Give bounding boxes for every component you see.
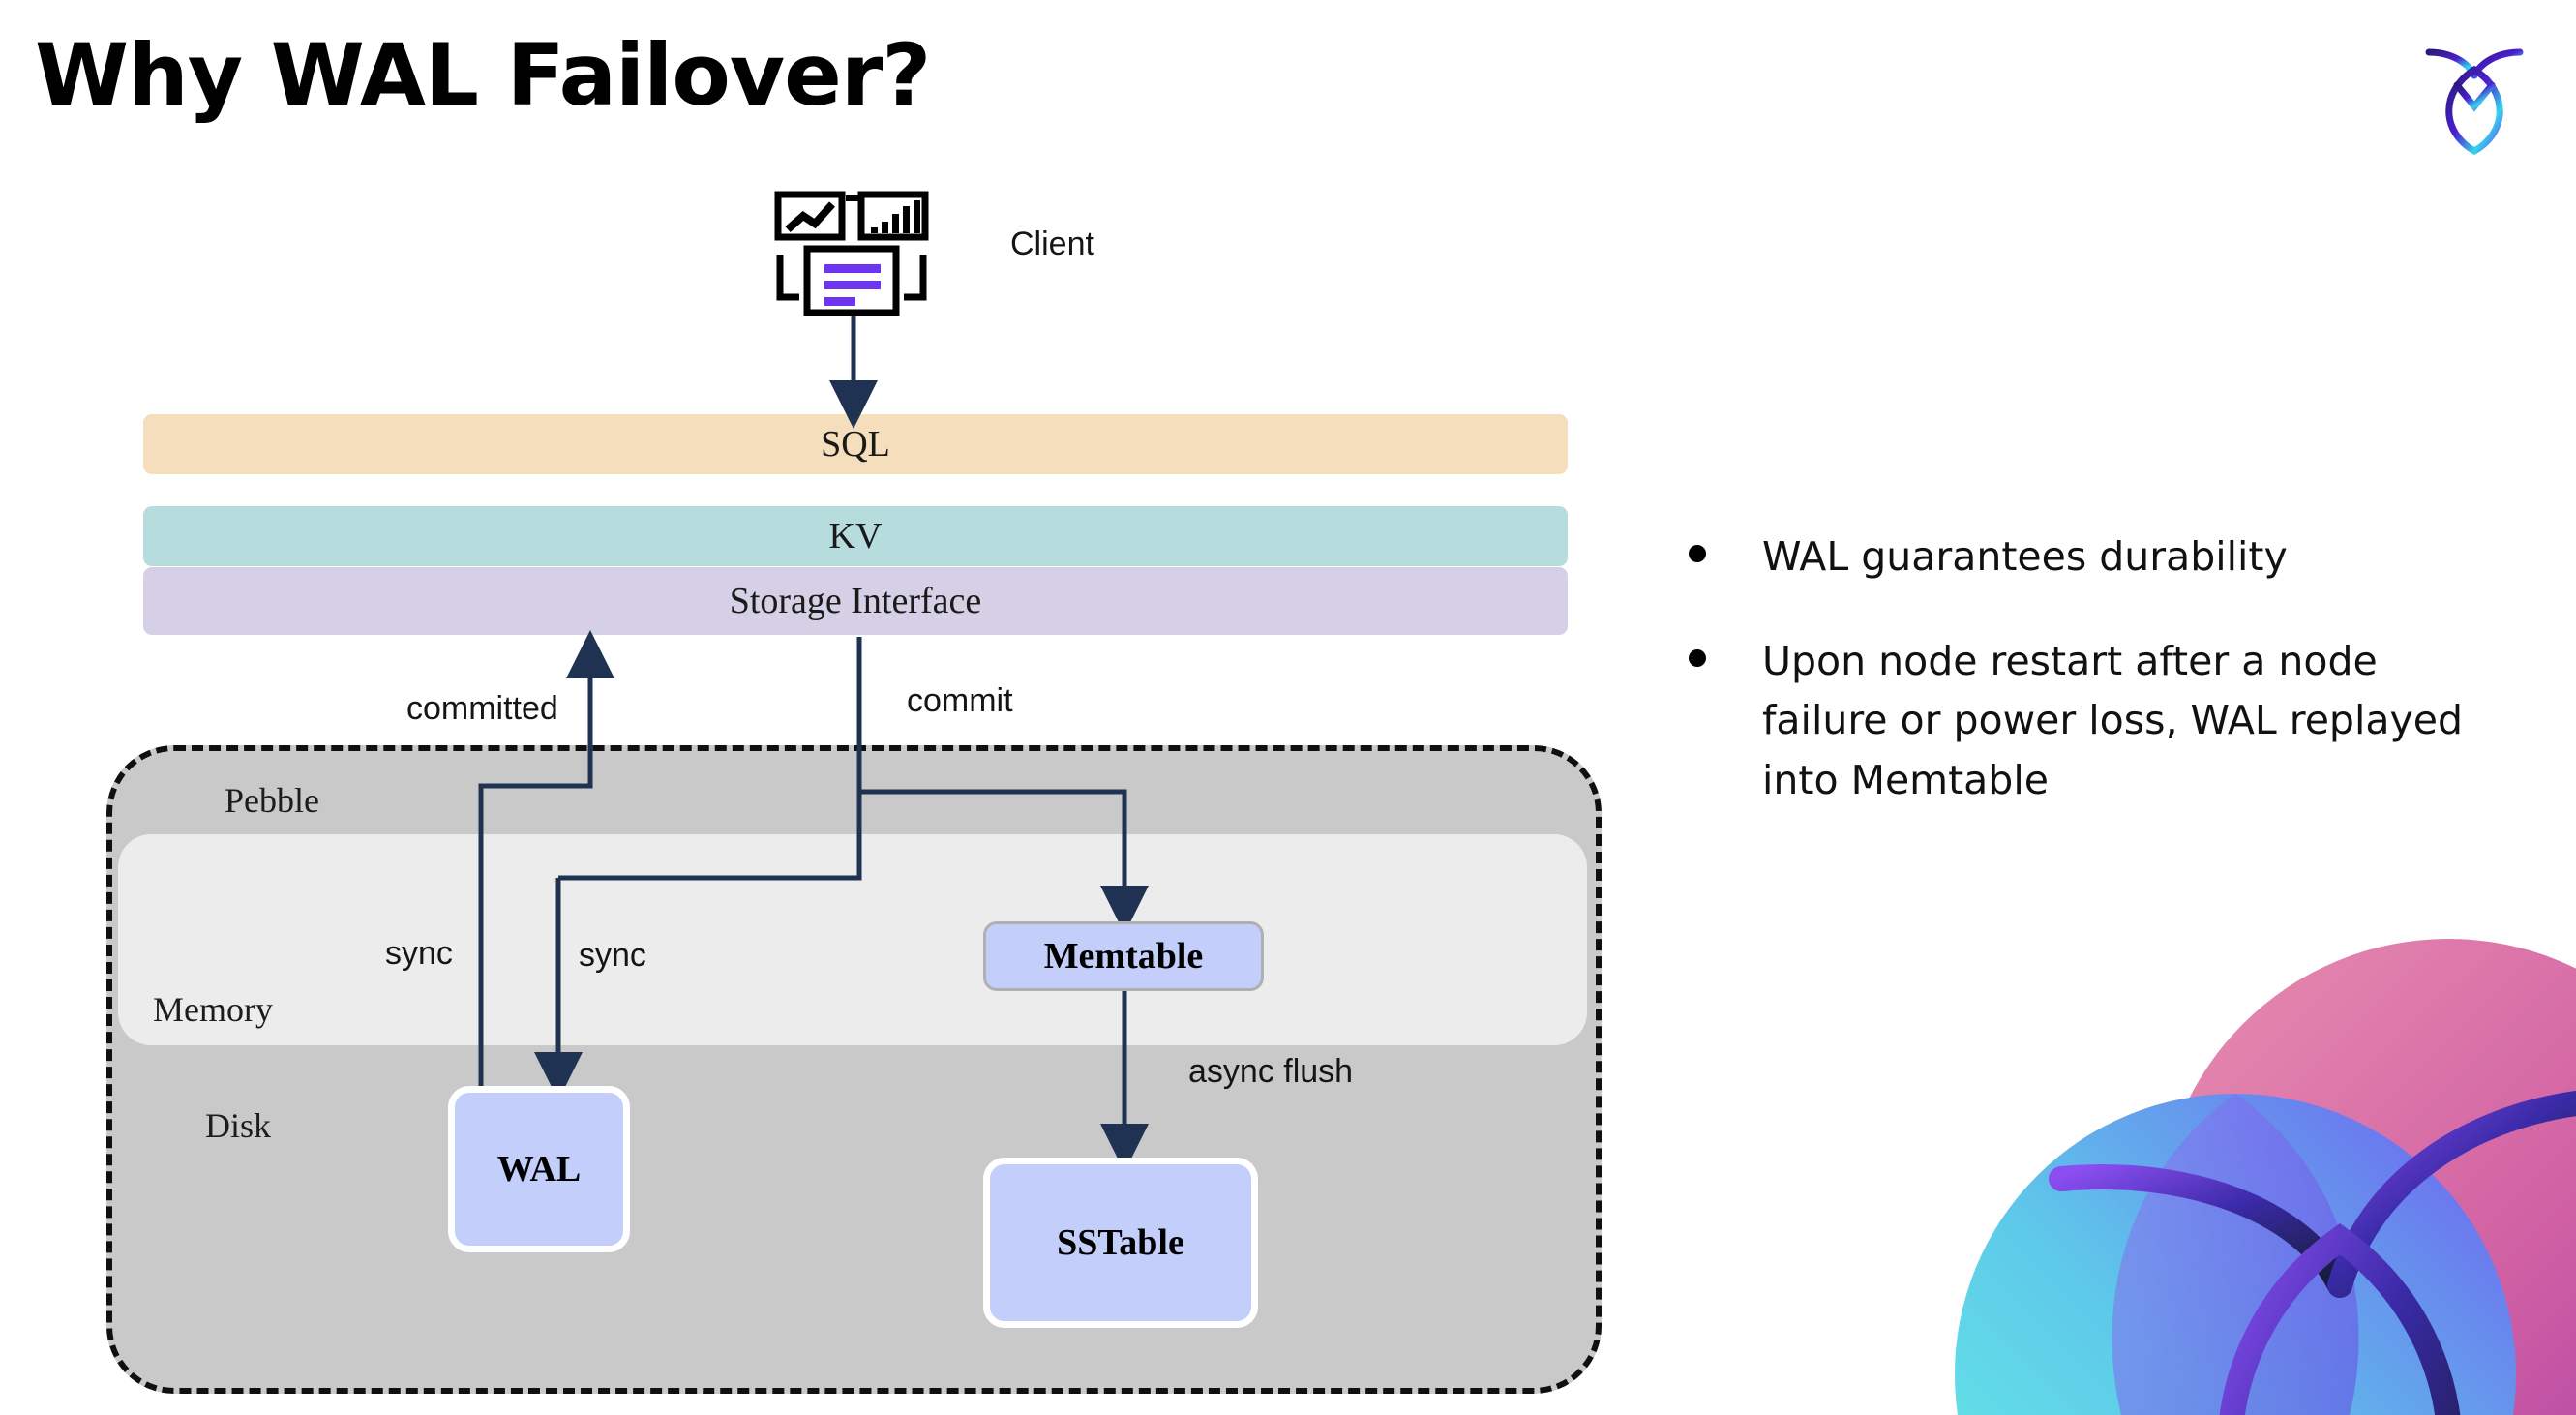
list-item: Upon node restart after a node failure o… [1689,632,2482,811]
node-label-wal: WAL [496,1149,582,1189]
bullet-text: WAL guarantees durability [1762,533,2288,580]
node-memtable: Memtable [983,921,1264,991]
bullet-list: WAL guarantees durability Upon node rest… [1689,527,2482,855]
layer-label-sql: SQL [821,424,890,465]
edge-label-committed: committed [406,690,558,727]
edge-label-async-flush: async flush [1188,1053,1354,1090]
list-item: WAL guarantees durability [1689,527,2482,587]
client-label: Client [1010,226,1094,262]
decorative-gradient-circles [1945,919,2576,1415]
layer-bar-sql: SQL [143,414,1568,474]
node-label-sstable: SSTable [1057,1222,1184,1263]
bullet-dot-icon [1689,648,1706,667]
memory-label: Memory [153,990,273,1029]
pebble-label: Pebble [225,781,319,820]
edge-label-sync-up: sync [385,935,453,972]
node-sstable: SSTable [983,1158,1258,1328]
layer-bar-kv: KV [143,506,1568,566]
client-dashboard-icon [774,191,929,316]
memory-region [118,834,1587,1045]
cockroachdb-logo-icon [2411,31,2537,157]
architecture-diagram: Client SQL KV Storage Interface Pebble M… [106,191,1602,1394]
disk-label: Disk [205,1106,272,1145]
layer-label-storage-interface: Storage Interface [729,581,982,621]
bullet-text: Upon node restart after a node failure o… [1762,637,2463,803]
edge-label-commit: commit [907,682,1013,719]
node-label-memtable: Memtable [1043,936,1204,977]
node-wal: WAL [448,1086,630,1252]
bullet-dot-icon [1689,545,1706,562]
layer-bar-storage-interface: Storage Interface [143,567,1568,635]
layer-label-kv: KV [828,516,883,557]
edge-label-sync-down: sync [579,937,646,974]
page-title: Why WAL Failover? [35,25,931,125]
